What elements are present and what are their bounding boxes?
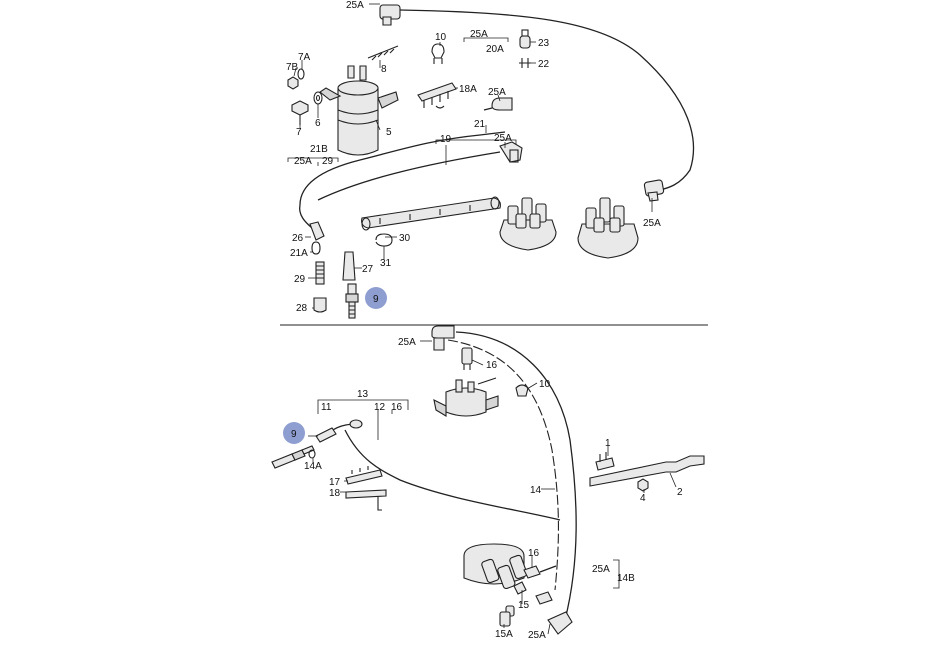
label-9-left: 9 (291, 429, 297, 440)
distributor-cap-right (577, 197, 639, 259)
label-25a-14b: 25A (592, 564, 610, 575)
label-26: 26 (292, 233, 304, 244)
label-29: 29 (294, 274, 306, 285)
label-14: 14 (530, 485, 542, 496)
label-22: 22 (538, 59, 550, 70)
washer-14a (308, 449, 316, 459)
label-25a-top: 25A (346, 0, 364, 11)
bolt-7 (291, 100, 309, 125)
label-12: 12 (374, 402, 386, 413)
distributor-cap-bottom (463, 543, 528, 590)
label-18a: 18A (459, 84, 477, 95)
label-25a-coilboot: 25A (488, 87, 506, 98)
label-25a-21b: 25A (294, 156, 312, 167)
label-10-top: 10 (435, 32, 447, 43)
bracket-18 (345, 489, 387, 511)
label-17: 17 (329, 477, 341, 488)
ht-lead-long-top (379, 4, 695, 202)
plug-lead-11-12 (315, 419, 561, 521)
washer-6 (313, 91, 323, 105)
label-31: 31 (380, 258, 392, 269)
highlight-marker-9-left[interactable] (283, 422, 305, 444)
suppressor-1 (595, 452, 615, 471)
label-4: 4 (640, 493, 646, 504)
label-27: 27 (362, 264, 374, 275)
spark-plug-9-top (345, 283, 359, 319)
suppressor-27 (342, 251, 356, 281)
ignition-coil-5 (319, 65, 399, 156)
label-28: 28 (296, 303, 308, 314)
clamp-31 (375, 233, 393, 247)
cap-28 (313, 297, 327, 313)
terminal-8 (367, 45, 399, 61)
label-1: 1 (605, 438, 611, 449)
plug-insert-29 (315, 261, 325, 285)
label-7a: 7A (298, 52, 311, 63)
label-23: 23 (538, 38, 550, 49)
ht-lead-19-21 (299, 131, 523, 206)
label-21: 21 (474, 119, 486, 130)
plug-lead-26 (299, 204, 325, 241)
boot-25a-mid (431, 325, 455, 351)
label-13: 13 (357, 389, 369, 400)
label-25a-mid: 25A (398, 337, 416, 348)
nut-7b (287, 76, 299, 90)
label-20a: 20A (486, 44, 504, 55)
connector-16-mid (461, 347, 473, 370)
ignition-coil-bottom (433, 377, 499, 417)
label-9-top: 9 (373, 294, 379, 305)
connector-strip-17 (345, 466, 383, 485)
label-8: 8 (381, 64, 387, 75)
label-15a: 15A (495, 629, 513, 640)
label-2: 2 (677, 487, 683, 498)
connector-22 (519, 58, 531, 68)
clip-10-top (431, 43, 445, 64)
label-29-bracket: 29 (322, 156, 334, 167)
label-14b: 14B (617, 573, 635, 584)
label-brackets (287, 37, 620, 589)
highlight-marker-9-top[interactable] (365, 287, 387, 309)
label-25a-20a: 25A (470, 29, 488, 40)
label-21b: 21B (310, 144, 328, 155)
label-5: 5 (386, 127, 392, 138)
label-15: 15 (518, 600, 530, 611)
boot-25a-coil (483, 97, 513, 111)
bracket-2 (589, 455, 705, 487)
label-7: 7 (296, 127, 302, 138)
label-25a-bottom: 25A (528, 630, 546, 641)
label-30: 30 (399, 233, 411, 244)
label-16-low: 16 (528, 548, 540, 559)
nut-4 (637, 478, 649, 492)
label-14a: 14A (304, 461, 322, 472)
distributor-cap-left (499, 197, 557, 251)
tube-30 (361, 196, 501, 231)
label-11: 11 (321, 402, 332, 413)
connector-16-low (513, 565, 557, 605)
leader-lines (293, 3, 677, 635)
washer-7a (297, 68, 305, 80)
label-25a-21: 25A (494, 133, 512, 144)
label-16-bracket: 16 (391, 402, 403, 413)
spark-plug-9-left (271, 445, 315, 469)
label-6: 6 (315, 118, 321, 129)
label-21a: 21A (290, 248, 308, 259)
label-18: 18 (329, 488, 341, 499)
label-7b: 7B (286, 62, 299, 73)
connector-15a (499, 611, 511, 627)
ht-lead-14-long (447, 331, 577, 635)
connector-21a (311, 241, 321, 255)
label-10-mid: 10 (539, 379, 551, 390)
clip-10-mid (515, 384, 529, 397)
part-labels: 25A 25A 20A 10 23 22 7A 7B 8 18A 25A 7 6… (286, 0, 683, 641)
connector-23 (519, 29, 531, 49)
label-25a-right: 25A (643, 218, 661, 229)
label-16-mid: 16 (486, 360, 498, 371)
connector-strip-18a (417, 82, 457, 109)
label-19: 19 (440, 134, 452, 145)
